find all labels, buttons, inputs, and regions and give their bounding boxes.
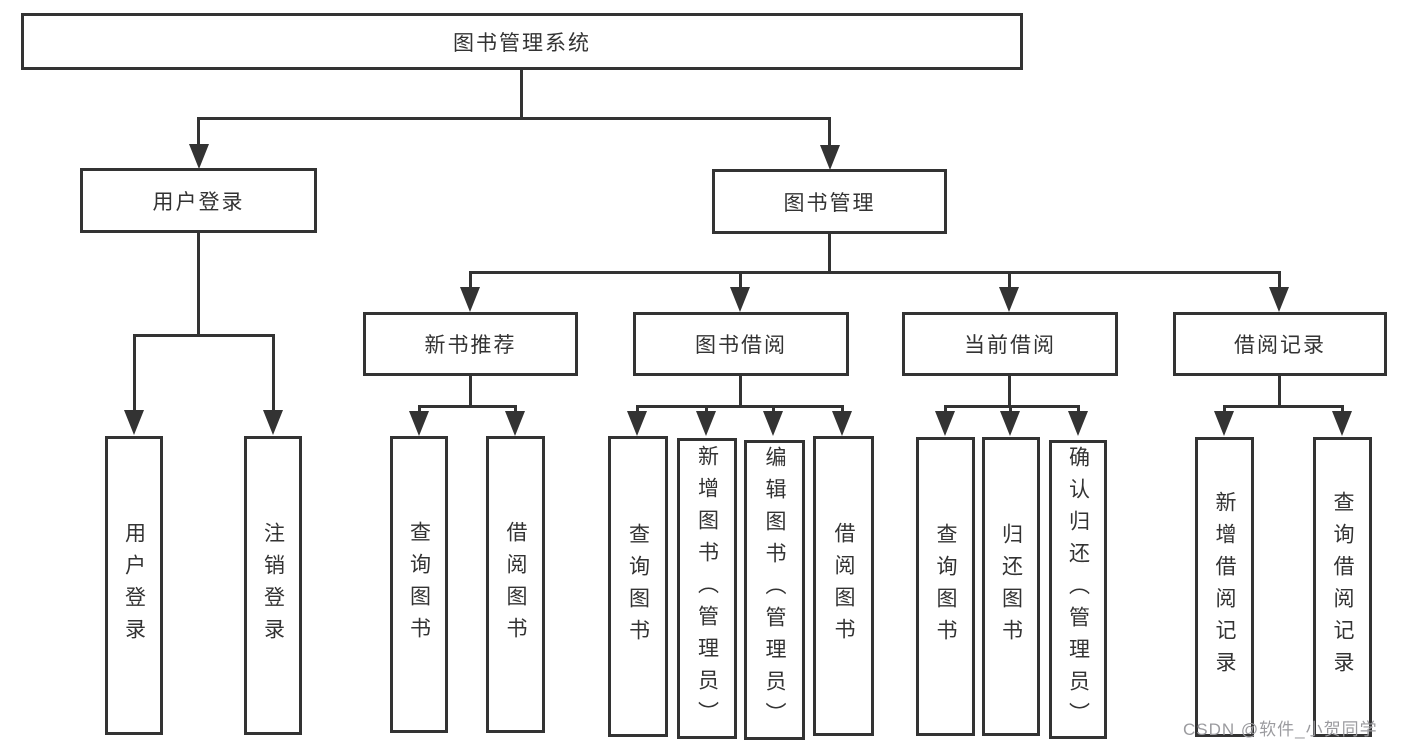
leaf-user-login: 用户登录: [105, 436, 163, 735]
leaf-query-borrow-record: 查询借阅记录: [1313, 437, 1372, 737]
leaf-label: 借阅图书: [504, 520, 527, 649]
connector-line: [1223, 405, 1344, 408]
connector-line: [418, 405, 421, 414]
node-book-management: 图书管理: [712, 169, 947, 234]
leaf-confirm-return-admin: 确认归还（管理员）: [1049, 440, 1107, 739]
arrow-down-icon: [409, 411, 429, 436]
leaf-label: 注销登录: [261, 521, 285, 650]
leaf-add-book-admin: 新增图书（管理员）: [677, 438, 737, 739]
arrow-down-icon: [696, 411, 716, 436]
node-label: 图书借阅: [695, 334, 787, 357]
connector-line: [944, 405, 947, 414]
leaf-label: 查询图书: [934, 522, 957, 651]
leaf-label: 编辑图书（管理员）: [763, 446, 786, 734]
leaf-query-book-current: 查询图书: [916, 437, 975, 736]
connector-line: [133, 334, 136, 411]
node-label: 新书推荐: [424, 334, 517, 357]
arrow-down-icon: [820, 145, 840, 170]
node-library-management-system: 图书管理系统: [21, 13, 1023, 70]
leaf-label: 用户登录: [122, 521, 146, 650]
connector-line: [841, 405, 844, 414]
connector-line: [1341, 405, 1344, 414]
arrow-down-icon: [999, 287, 1019, 312]
leaf-return-book: 归还图书: [982, 437, 1040, 736]
connector-line: [1278, 376, 1281, 408]
leaf-edit-book-admin: 编辑图书（管理员）: [744, 440, 805, 740]
connector-line: [1278, 271, 1281, 288]
leaf-borrow-book-recommend: 借阅图书: [486, 436, 545, 733]
leaf-label: 借阅图书: [832, 522, 855, 650]
connector-line: [1223, 405, 1226, 414]
arrow-down-icon: [763, 411, 783, 436]
connector-line: [418, 405, 517, 408]
connector-line: [828, 117, 831, 146]
connector-line: [469, 376, 472, 408]
leaf-label: 归还图书: [999, 522, 1023, 651]
arrow-down-icon: [935, 411, 955, 436]
node-user-login: 用户登录: [80, 168, 317, 233]
connector-line: [520, 70, 523, 119]
connector-line: [636, 405, 639, 414]
node-label: 当前借阅: [964, 334, 1056, 357]
connector-line: [1009, 405, 1012, 414]
leaf-query-book-recommend: 查询图书: [390, 436, 448, 733]
leaf-label: 查询图书: [626, 522, 650, 651]
arrow-down-icon: [1332, 411, 1352, 436]
csdn-watermark: CSDN @软件_小贺同学: [1183, 720, 1378, 739]
arrow-down-icon: [627, 411, 647, 436]
arrow-down-icon: [1000, 411, 1020, 436]
leaf-label: 新增图书（管理员）: [695, 444, 719, 733]
connector-line: [772, 405, 775, 414]
node-new-book-recommend: 新书推荐: [363, 312, 578, 376]
arrow-down-icon: [460, 287, 480, 312]
node-label: 用户登录: [152, 190, 245, 214]
leaf-label: 查询图书: [407, 520, 431, 649]
leaf-query-book-borrow: 查询图书: [608, 436, 668, 737]
node-borrow-record: 借阅记录: [1173, 312, 1387, 376]
arrow-down-icon: [1269, 287, 1289, 312]
connector-line: [272, 334, 275, 411]
connector-line: [197, 117, 831, 120]
connector-line: [469, 271, 1281, 274]
node-book-borrow: 图书借阅: [633, 312, 849, 376]
node-label: 借阅记录: [1234, 334, 1326, 357]
arrow-down-icon: [189, 144, 209, 169]
leaf-label: 新增借阅记录: [1213, 491, 1236, 683]
arrow-down-icon: [730, 287, 750, 312]
connector-line: [1008, 271, 1011, 288]
arrow-down-icon: [505, 411, 525, 436]
connector-line: [1077, 405, 1080, 414]
connector-line: [636, 405, 844, 408]
arrow-down-icon: [1068, 411, 1088, 436]
arrow-down-icon: [832, 411, 852, 436]
connector-line: [828, 234, 831, 274]
node-label: 图书管理系统: [453, 31, 591, 55]
connector-line: [739, 271, 742, 288]
connector-line: [197, 117, 200, 146]
leaf-borrow-book: 借阅图书: [813, 436, 874, 736]
leaf-label: 确认归还（管理员）: [1066, 445, 1090, 734]
connector-line: [197, 233, 200, 337]
leaf-logout-login: 注销登录: [244, 436, 302, 735]
node-label: 图书管理: [783, 191, 876, 215]
connector-line: [514, 405, 517, 414]
arrow-down-icon: [124, 410, 144, 435]
connector-line: [469, 271, 472, 288]
connector-line: [944, 405, 1080, 408]
connector-line: [133, 334, 275, 337]
connector-line: [1008, 376, 1011, 408]
connector-line: [705, 405, 708, 414]
connector-line: [739, 376, 742, 408]
node-current-borrow: 当前借阅: [902, 312, 1118, 376]
leaf-add-borrow-record: 新增借阅记录: [1195, 437, 1254, 737]
arrow-down-icon: [1214, 411, 1234, 436]
leaf-label: 查询借阅记录: [1331, 491, 1354, 683]
arrow-down-icon: [263, 410, 283, 435]
